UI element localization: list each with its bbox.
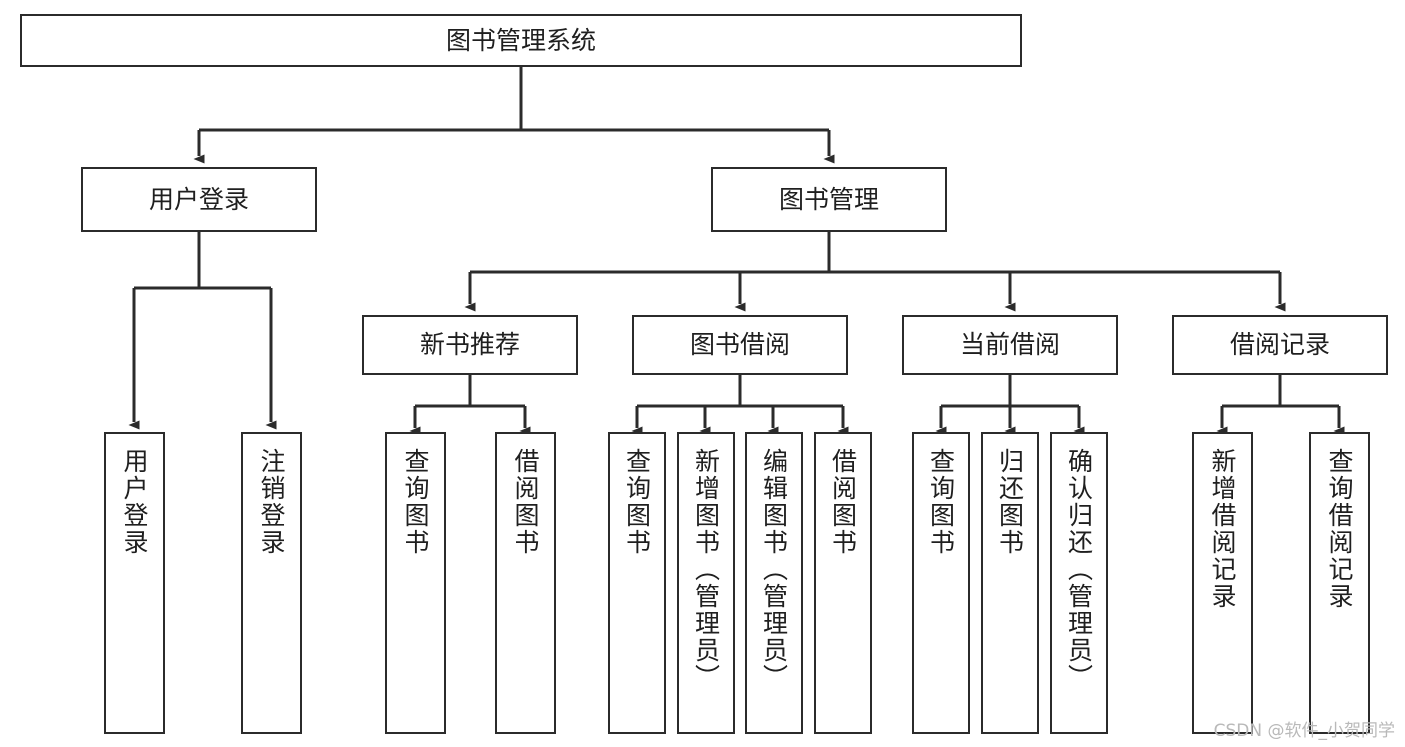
node-current-borrow[interactable]: 当前借阅 (902, 315, 1118, 375)
leaf-current-borrow-query-book[interactable]: 查询图书 (912, 432, 970, 734)
node-label: 查询图书 (622, 448, 652, 556)
node-label: 编辑图书（管理员） (759, 448, 789, 691)
node-label: 借阅图书 (511, 448, 540, 556)
leaf-current-borrow-confirm-return-admin[interactable]: 确认归还（管理员） (1050, 432, 1108, 734)
node-label: 注销登录 (257, 448, 286, 556)
node-borrow-record[interactable]: 借阅记录 (1172, 315, 1388, 375)
node-label: 图书借阅 (689, 330, 790, 360)
leaf-user-login-logout[interactable]: 注销登录 (241, 432, 302, 734)
node-label: 归还图书 (995, 448, 1025, 556)
node-label: 当前借阅 (959, 330, 1060, 360)
node-label: 查询图书 (926, 448, 956, 556)
leaf-current-borrow-return-book[interactable]: 归还图书 (981, 432, 1039, 734)
node-new-book-recommend[interactable]: 新书推荐 (362, 315, 578, 375)
leaf-user-login-login[interactable]: 用户登录 (104, 432, 165, 734)
node-label: 新增借阅记录 (1208, 448, 1237, 610)
csdn-watermark: CSDN @软件_小贺同学 (1213, 721, 1395, 741)
node-label: 新增图书（管理员） (691, 448, 721, 691)
node-label: 查询图书 (401, 448, 430, 556)
leaf-new-book-borrow-book[interactable]: 借阅图书 (495, 432, 556, 734)
node-label: 借阅图书 (828, 448, 858, 556)
node-root-book-management-system[interactable]: 图书管理系统 (20, 14, 1022, 67)
leaf-borrow-record-query-record[interactable]: 查询借阅记录 (1309, 432, 1370, 734)
node-book-borrow[interactable]: 图书借阅 (632, 315, 848, 375)
node-label: 用户登录 (148, 184, 249, 214)
node-label: 新书推荐 (419, 330, 520, 360)
node-user-login[interactable]: 用户登录 (81, 167, 317, 232)
leaf-book-borrow-query-book[interactable]: 查询图书 (608, 432, 666, 734)
node-label: 确认归还（管理员） (1064, 448, 1094, 691)
leaf-borrow-record-add-record[interactable]: 新增借阅记录 (1192, 432, 1253, 734)
node-label: 借阅记录 (1229, 330, 1330, 360)
leaf-book-borrow-borrow-book[interactable]: 借阅图书 (814, 432, 872, 734)
node-label: 用户登录 (120, 448, 149, 556)
node-label: 查询借阅记录 (1325, 448, 1354, 610)
node-label: 图书管理 (778, 184, 879, 214)
node-book-management[interactable]: 图书管理 (711, 167, 947, 232)
leaf-new-book-query-book[interactable]: 查询图书 (385, 432, 446, 734)
leaf-book-borrow-add-book-admin[interactable]: 新增图书（管理员） (677, 432, 735, 734)
node-label: 图书管理系统 (445, 25, 596, 55)
leaf-book-borrow-edit-book-admin[interactable]: 编辑图书（管理员） (745, 432, 803, 734)
